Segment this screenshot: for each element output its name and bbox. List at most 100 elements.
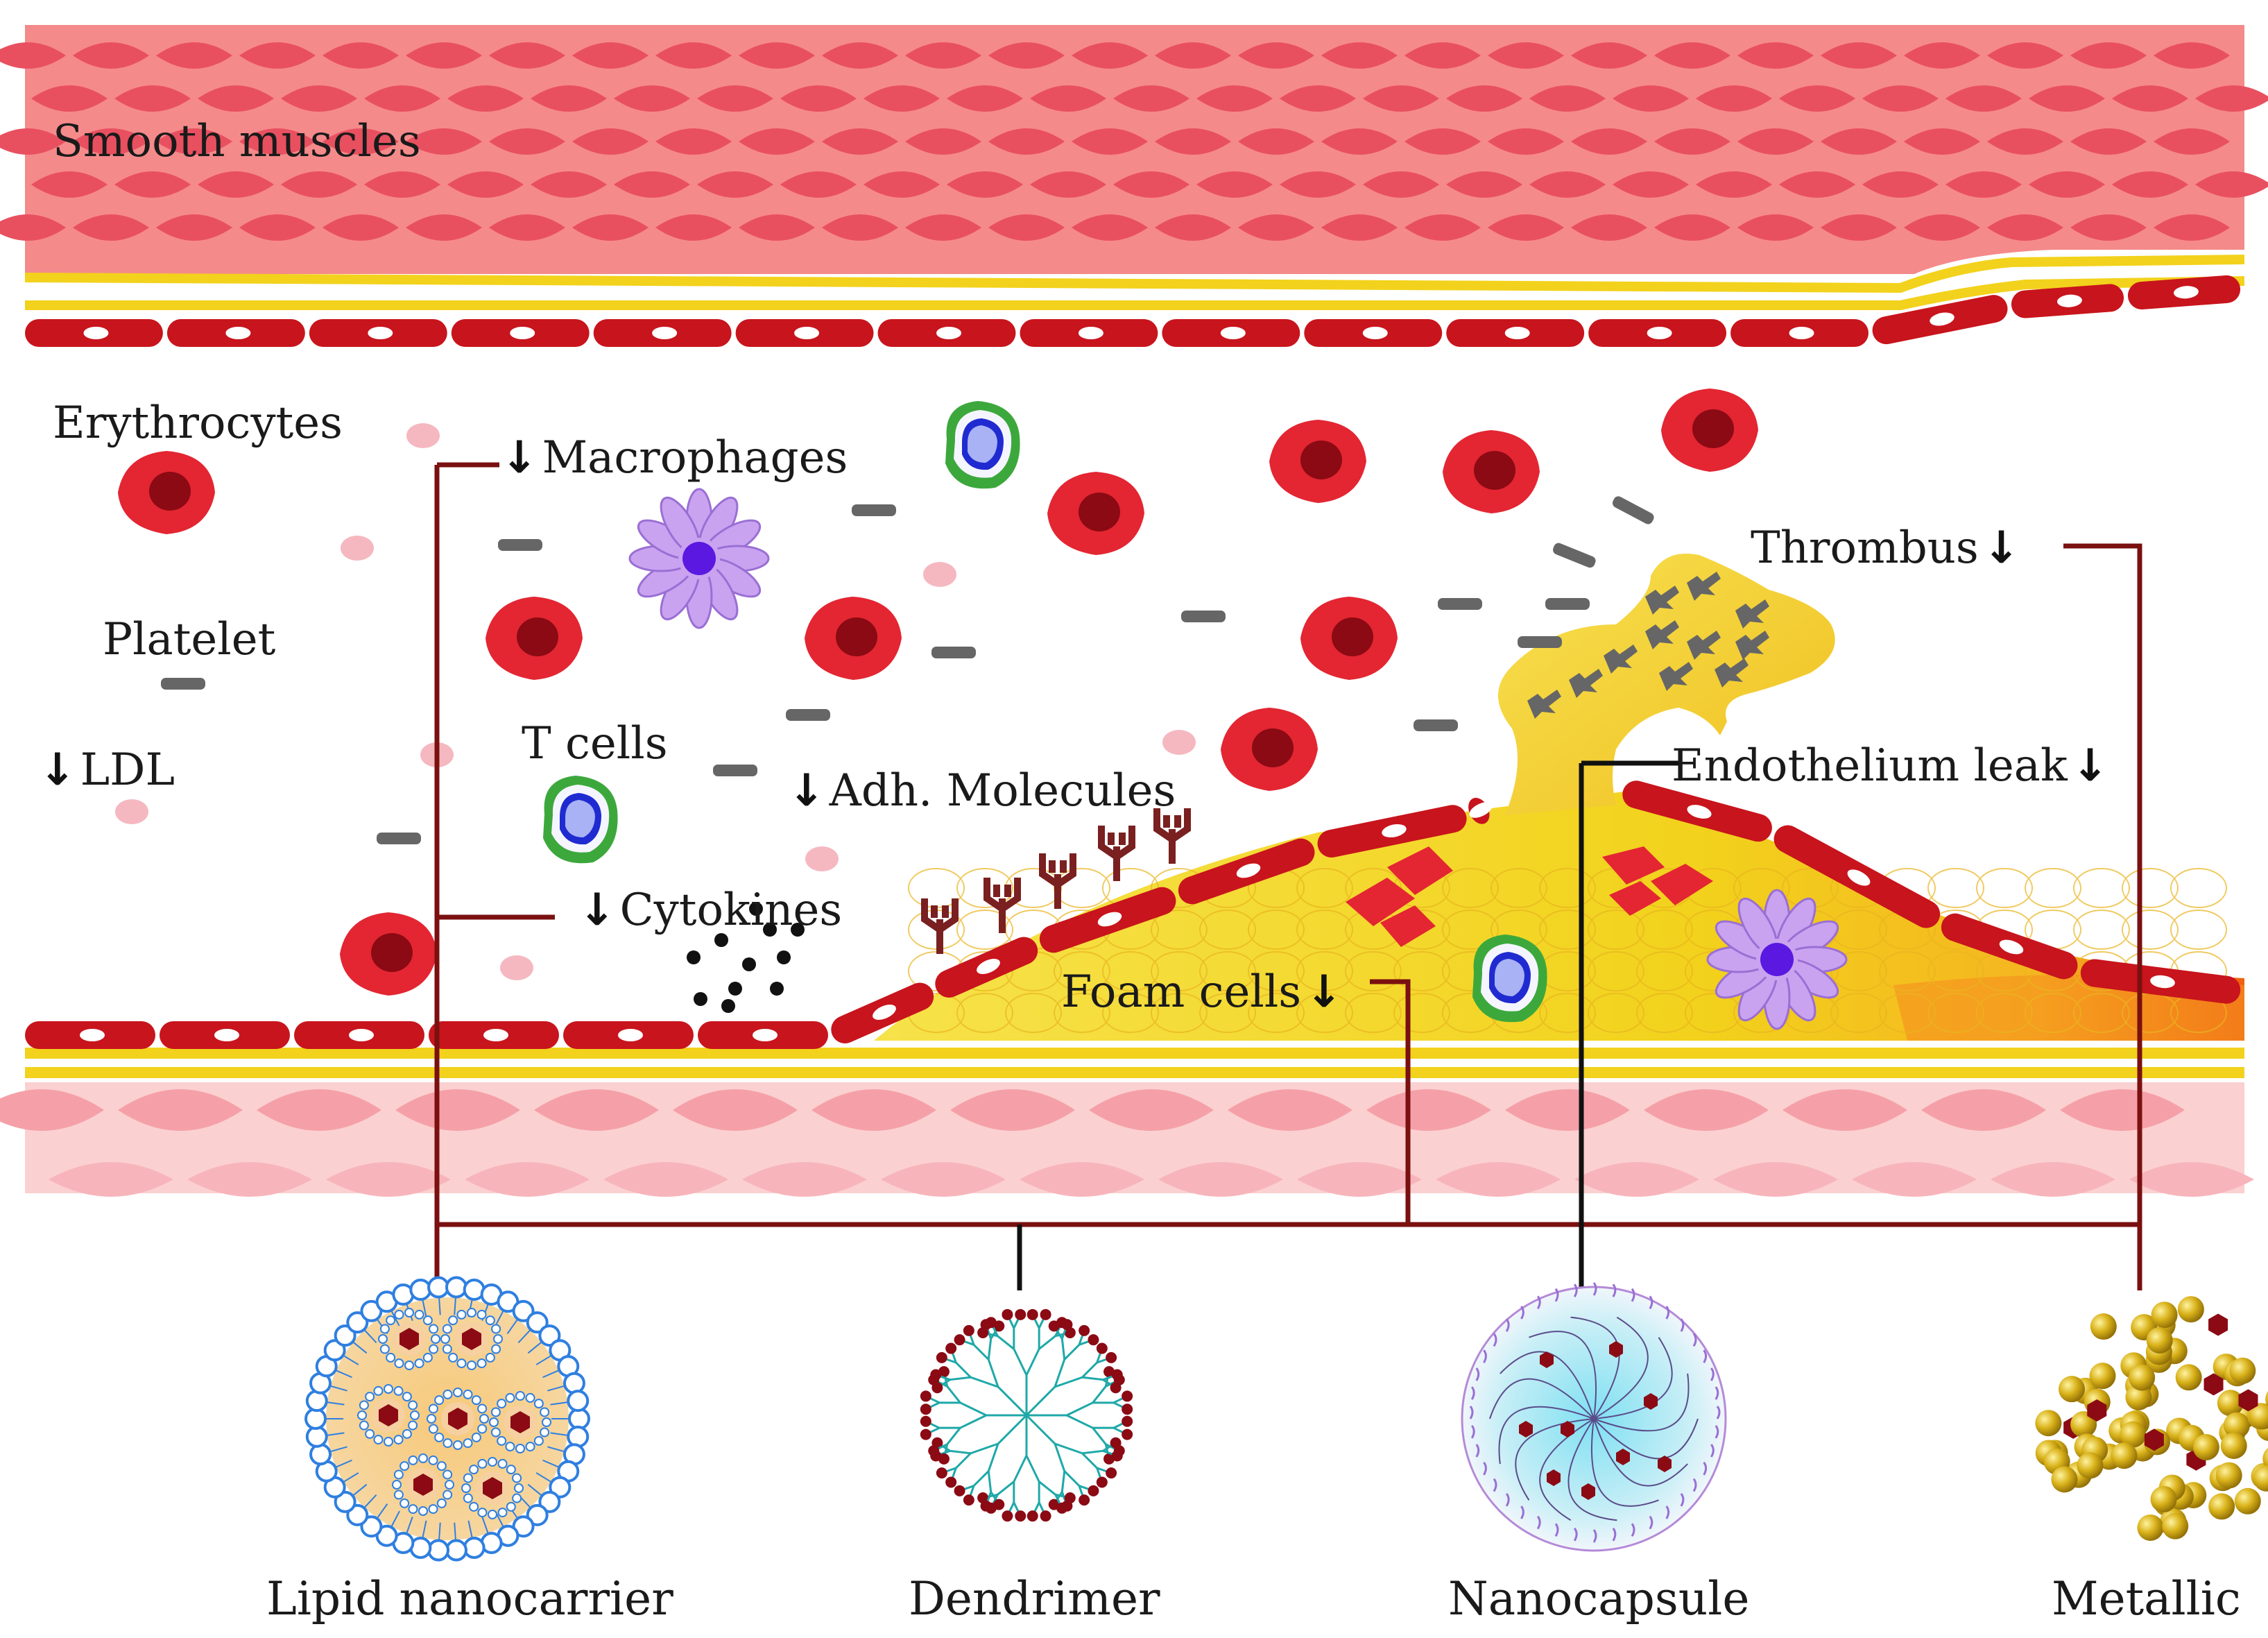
phospholipid-head <box>568 1408 590 1430</box>
foam-cell <box>1442 868 1499 908</box>
shell-polymer <box>1692 1478 1697 1492</box>
foam-cells-label: Foam cells <box>1061 966 1302 1018</box>
shell-polymer <box>1469 1406 1474 1419</box>
phospholipid-head <box>526 1503 549 1526</box>
muscle-cell <box>1862 85 1939 112</box>
muscle-cell <box>905 214 981 241</box>
lipid-tail <box>406 1517 413 1534</box>
drug-molecule <box>1056 1502 1068 1514</box>
muscle-cell <box>1030 85 1106 112</box>
dendrimer-branch <box>997 1335 1015 1350</box>
dendrimer-branch <box>959 1401 987 1417</box>
drug-molecule <box>1644 1393 1658 1410</box>
muscle-cell <box>364 85 440 112</box>
muscle-cell <box>1238 214 1314 241</box>
dendrimer-branch <box>1082 1376 1103 1381</box>
dendrimer-branch <box>1054 1376 1083 1388</box>
muscle-cell <box>1488 128 1564 155</box>
muscle-cell <box>1862 171 1939 198</box>
muscle-cell <box>239 128 316 155</box>
smooth-muscles-label: Smooth muscles <box>53 116 421 167</box>
lipid-tail <box>550 1432 568 1436</box>
decrease-arrow-icon: ↓ <box>2071 740 2109 792</box>
muscle-cell <box>655 128 732 155</box>
activated-platelet <box>1687 631 1721 660</box>
dendrimer-branch <box>1025 1414 1056 1445</box>
drug-micelle <box>461 1457 524 1519</box>
lipid-tail <box>467 1520 473 1538</box>
drug-micelle <box>427 1388 489 1450</box>
cytokine <box>791 923 805 937</box>
foam-cell <box>1005 993 1062 1033</box>
muscle-cell <box>1436 1162 1561 1197</box>
endothelial-cell <box>1773 825 1941 928</box>
muscle-cell <box>489 214 565 241</box>
gold-nanoparticle <box>2215 1462 2242 1489</box>
muscle-cell <box>198 171 274 198</box>
cytokine <box>770 982 784 996</box>
polymer-chain <box>1593 1316 1649 1419</box>
cytokine <box>721 999 735 1013</box>
muscle-cell <box>2070 128 2147 155</box>
dendrimer-branch <box>997 1385 1028 1417</box>
drug-molecule <box>1540 1351 1554 1368</box>
muscle-cell <box>1696 85 1772 112</box>
gold-nanoparticle <box>2150 1485 2177 1512</box>
gold-nanoparticle <box>2151 1302 2178 1329</box>
muscle-cell <box>1737 42 1814 69</box>
phospholipid-head <box>562 1372 585 1394</box>
drug-molecule <box>1064 1492 1076 1504</box>
foam-cell <box>1248 993 1305 1033</box>
drug-molecule <box>931 1382 943 1394</box>
muscle-cell <box>1488 214 1564 241</box>
muscle-cell <box>988 214 1065 241</box>
shell-polymer <box>1716 1406 1721 1419</box>
drug-molecule <box>920 1415 931 1427</box>
decrease-arrow-icon: ↓ <box>1305 966 1343 1018</box>
muscle-cell <box>1113 171 1189 198</box>
drug-molecule <box>1122 1390 1133 1402</box>
platelet <box>1545 598 1590 610</box>
muscle-cell <box>1155 214 1231 241</box>
phospholipid-head <box>305 1425 328 1448</box>
dendrimer-branch <box>1066 1414 1094 1429</box>
drug-molecule <box>1026 1510 1038 1522</box>
platelet <box>498 539 542 551</box>
foam-cell <box>1199 993 1256 1033</box>
shell-polymer <box>1505 1318 1510 1332</box>
dendrimer-branch <box>1081 1361 1098 1379</box>
shell-polymer <box>1680 1492 1685 1507</box>
muscle-cell <box>822 42 898 69</box>
dendrimer-branch <box>1081 1452 1098 1469</box>
gold-nanoparticle <box>2177 1296 2204 1323</box>
muscle-cell <box>1904 214 1980 241</box>
polymer-chain <box>1567 1418 1617 1521</box>
endothelial-cell <box>1178 838 1315 905</box>
muscle-cell <box>947 171 1023 198</box>
shell-polymer <box>1470 1386 1475 1400</box>
muscle-cell <box>2129 1162 2254 1197</box>
lipid-tail <box>495 1311 504 1327</box>
muscle-cell <box>1280 171 1356 198</box>
drug-micelle <box>392 1453 454 1516</box>
shell-polymer <box>1703 1461 1708 1476</box>
foam-cell <box>2073 868 2130 908</box>
gold-nanoparticle <box>2089 1363 2116 1390</box>
dendrimer-branch <box>1060 1471 1066 1492</box>
gold-nanoparticle <box>2192 1433 2219 1460</box>
platelet <box>1518 636 1562 648</box>
drug-molecule <box>1015 1308 1026 1320</box>
dendrimer-branch <box>1025 1385 1056 1417</box>
lipid-tail <box>535 1472 552 1483</box>
shell-polymer <box>1649 1515 1653 1530</box>
foam-cell <box>1345 951 1402 991</box>
muscle-cell <box>2154 214 2230 241</box>
muscle-cell <box>881 1162 1006 1197</box>
foam-cell <box>1393 951 1450 991</box>
drug-molecule <box>1561 1421 1574 1437</box>
lipid-tail <box>535 1355 552 1365</box>
drug-molecule <box>1096 1476 1108 1488</box>
muscle-cell <box>0 128 66 155</box>
muscle-cell <box>323 128 399 155</box>
drug-micelle <box>440 1308 503 1370</box>
